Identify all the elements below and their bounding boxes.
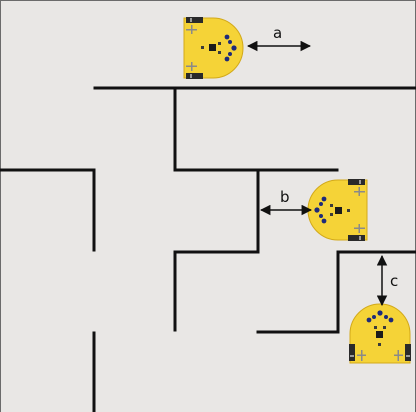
robot-icon (183, 16, 244, 80)
wall-top-drop (173, 86, 339, 172)
wall-left-ledge (0, 168, 96, 252)
label-b: b (280, 188, 290, 206)
robot-bottom (348, 303, 412, 364)
robot-icon (348, 303, 412, 364)
robot-middle (307, 178, 368, 242)
robot-top (183, 16, 244, 80)
wall-middle-step (173, 168, 260, 332)
robot-icon (307, 178, 368, 242)
wall-right-step (256, 250, 416, 334)
label-c: c (390, 272, 398, 290)
label-a: a (273, 24, 282, 42)
maze-walls (0, 86, 416, 412)
